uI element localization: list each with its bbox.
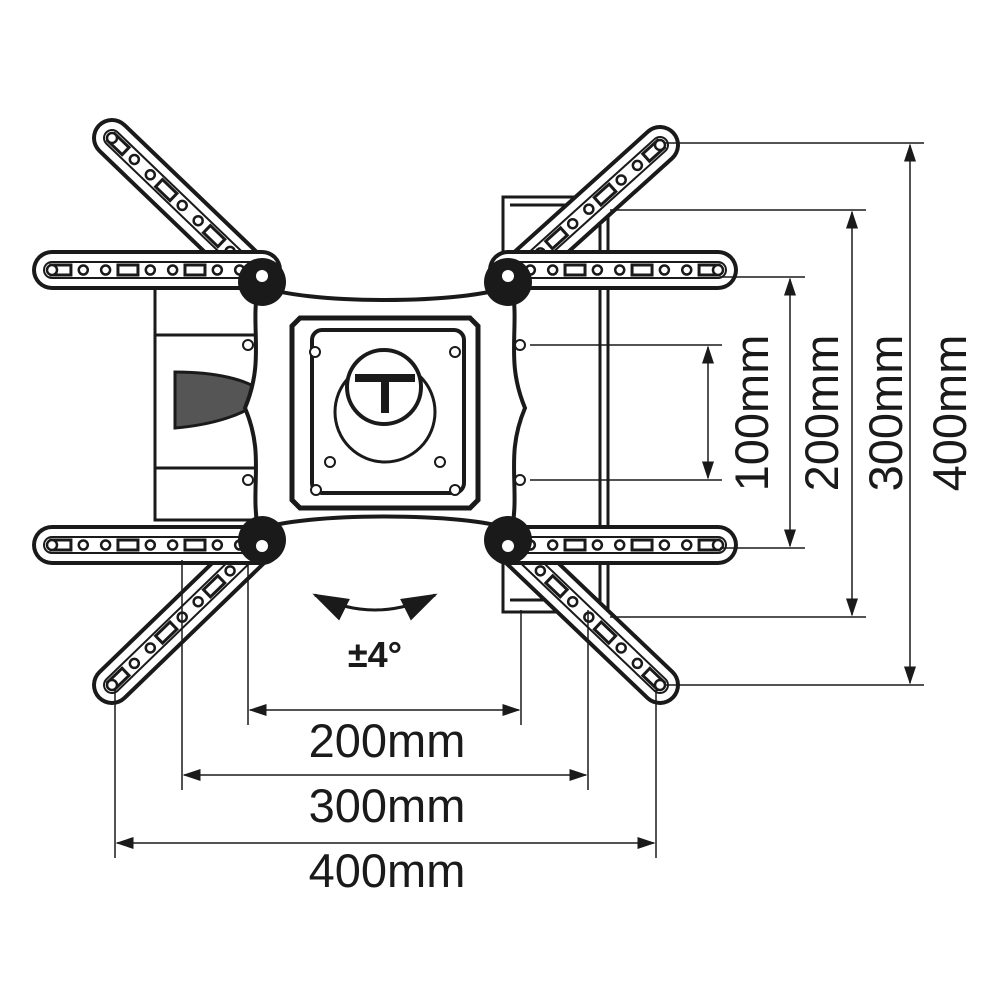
width-400mm-label: 400mm [309,844,466,897]
pivot-hubs [238,258,532,564]
width-200mm-label: 200mm [309,714,466,767]
tilt-arrow-icon [312,593,438,621]
height-200mm-label: 200mm [795,335,848,492]
center-plate [242,282,528,533]
height-100mm-label: 100mm [725,335,778,492]
mounting-arms [32,118,738,705]
width-300mm-label: 300mm [309,779,466,832]
height-300mm-label: 300mm [859,335,912,492]
tilt-angle-label: ±4° [348,634,402,675]
dimension-lines [114,142,924,858]
height-400mm-label: 400mm [923,335,976,492]
